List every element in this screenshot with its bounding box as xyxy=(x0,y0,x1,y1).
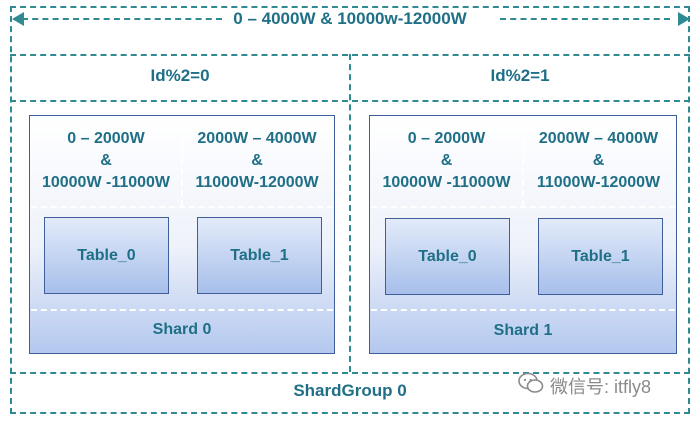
watermark: 微信号: itfly8 xyxy=(518,372,696,399)
watermark-text: 微信号: itfly8 xyxy=(550,376,652,397)
range-block-0-0: 0 – 2000W & 10000W -11000W xyxy=(31,128,181,194)
range-line: 2000W – 4000W xyxy=(197,130,317,147)
range-line: 11000W-12000W xyxy=(195,174,319,191)
shard-label-0: Shard 0 xyxy=(152,321,212,338)
table-box-1-0: Table_0 xyxy=(385,218,510,295)
top-arrow-line-right xyxy=(500,18,670,20)
shard-0-range-divider xyxy=(31,206,333,208)
group-divider xyxy=(349,54,351,372)
shardgroup-divider xyxy=(10,372,690,374)
range-block-0-1: 2000W – 4000W & 11000W-12000W xyxy=(181,128,333,194)
shard-1-column-divider xyxy=(522,117,524,206)
outer-frame xyxy=(10,6,690,414)
shard-1-label-divider xyxy=(371,309,675,311)
range-line: & xyxy=(100,152,112,169)
range-line: 0 – 2000W xyxy=(407,130,486,147)
condition-label-1: Id%2=1 xyxy=(490,66,550,85)
table-box-1-1: Table_1 xyxy=(538,218,663,295)
table-box-0-0: Table_0 xyxy=(44,217,169,294)
shard-1-range-divider xyxy=(371,206,675,208)
condition-label-0: Id%2=0 xyxy=(150,66,210,85)
shard-0-label-divider xyxy=(31,309,333,311)
range-line: 2000W – 4000W xyxy=(538,130,659,147)
arrow-right-icon xyxy=(678,12,690,26)
range-line: 11000W-12000W xyxy=(536,174,661,191)
top-arrow-line xyxy=(22,18,222,20)
table-box-0-1: Table_1 xyxy=(197,217,322,294)
range-line: 0 – 2000W xyxy=(67,130,145,147)
shard-label-1: Shard 1 xyxy=(493,322,553,339)
range-line: & xyxy=(592,152,605,169)
range-line: & xyxy=(440,152,453,169)
arrow-left-icon xyxy=(12,12,24,26)
wechat-icon xyxy=(518,372,544,399)
range-block-1-1: 2000W – 4000W & 11000W-12000W xyxy=(522,128,675,194)
shard-0-column-divider xyxy=(181,117,183,206)
total-range-label: 0 – 4000W & 10000w-12000W xyxy=(233,9,467,28)
range-line: & xyxy=(251,152,263,169)
range-line: 10000W -11000W xyxy=(382,174,511,191)
range-block-1-0: 0 – 2000W & 10000W -11000W xyxy=(371,128,522,194)
range-line: 10000W -11000W xyxy=(41,174,171,191)
shardgroup-label: ShardGroup 0 xyxy=(293,381,407,400)
